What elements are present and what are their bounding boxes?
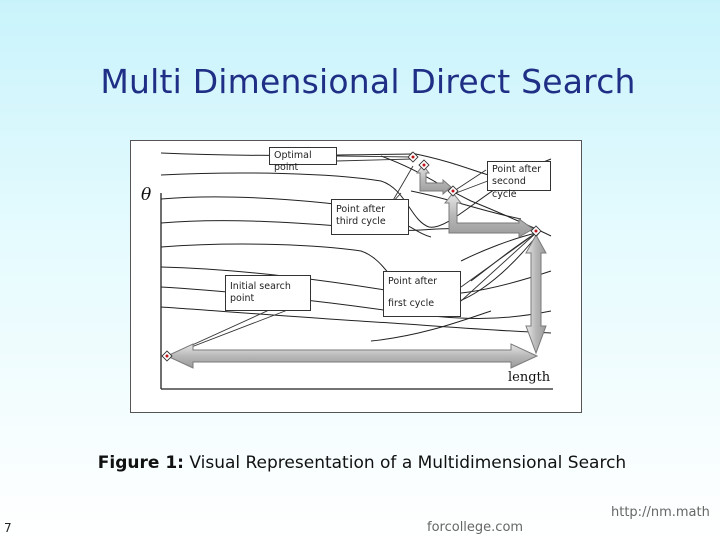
slide-title: Multi Dimensional Direct Search	[100, 62, 636, 101]
callout-third-text-2: third cycle	[336, 216, 386, 228]
callout-third-cycle: Point after third cycle	[331, 199, 409, 235]
figure-caption: Figure 1: Visual Representation of a Mul…	[0, 453, 720, 473]
arrow-second-step	[525, 233, 547, 355]
marker-initial-point	[161, 350, 173, 362]
callout-initial-point: Initial search point	[225, 275, 311, 311]
callout-first-cycle: Point after first cycle	[383, 271, 461, 317]
callout-initial-text-2: point	[230, 293, 255, 305]
footer-url-part1[interactable]: http://nm.math	[611, 505, 710, 520]
callout-pointers	[167, 155, 537, 357]
arrow-first-cycle	[165, 343, 539, 369]
arrow-final-cycle	[416, 164, 452, 196]
figure-drawing	[160, 151, 553, 390]
callout-first-text-2: first cycle	[388, 298, 435, 310]
direct-search-figure: Optimal point Point after second cycle P…	[130, 140, 582, 413]
callout-third-text-1: Point after	[336, 204, 386, 215]
marker-second-cycle	[447, 185, 459, 197]
caption-label: Figure 1:	[97, 453, 184, 473]
footer-url-part2[interactable]: forcollege.com	[427, 520, 524, 535]
page-number: 7	[4, 521, 12, 535]
callout-first-text-1: Point after	[388, 276, 438, 287]
callout-optimal-point: Optimal point	[269, 147, 337, 173]
callout-second-text-2: second cycle	[492, 176, 526, 200]
callout-optimal-text: Optimal point	[274, 150, 312, 174]
callout-initial-text-1: Initial search	[230, 281, 291, 292]
callout-second-cycle: Point after second cycle	[487, 161, 551, 200]
marker-near-optimal	[418, 159, 430, 171]
caption-text: Visual Representation of a Multidimensio…	[183, 453, 627, 473]
marker-optimal-point	[407, 151, 419, 163]
marker-third-cycle	[530, 225, 542, 237]
point-markers	[161, 151, 542, 362]
x-axis-label: length	[505, 370, 554, 385]
callout-second-text-1: Point after	[492, 164, 542, 175]
y-axis-label: θ	[138, 185, 155, 205]
